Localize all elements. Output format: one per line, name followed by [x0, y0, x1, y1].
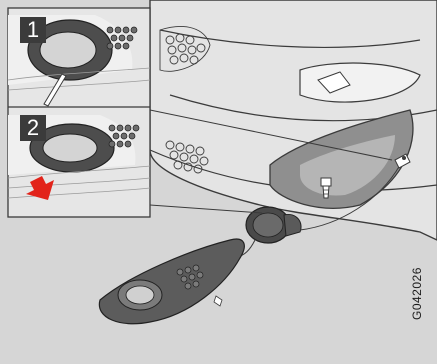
figure-code: G042026: [410, 260, 424, 320]
fog-lamp-bezel: [99, 239, 244, 324]
callout-leader-2: [150, 205, 262, 213]
step-1-badge: 1: [20, 17, 46, 43]
step-2-badge: 2: [20, 115, 46, 141]
